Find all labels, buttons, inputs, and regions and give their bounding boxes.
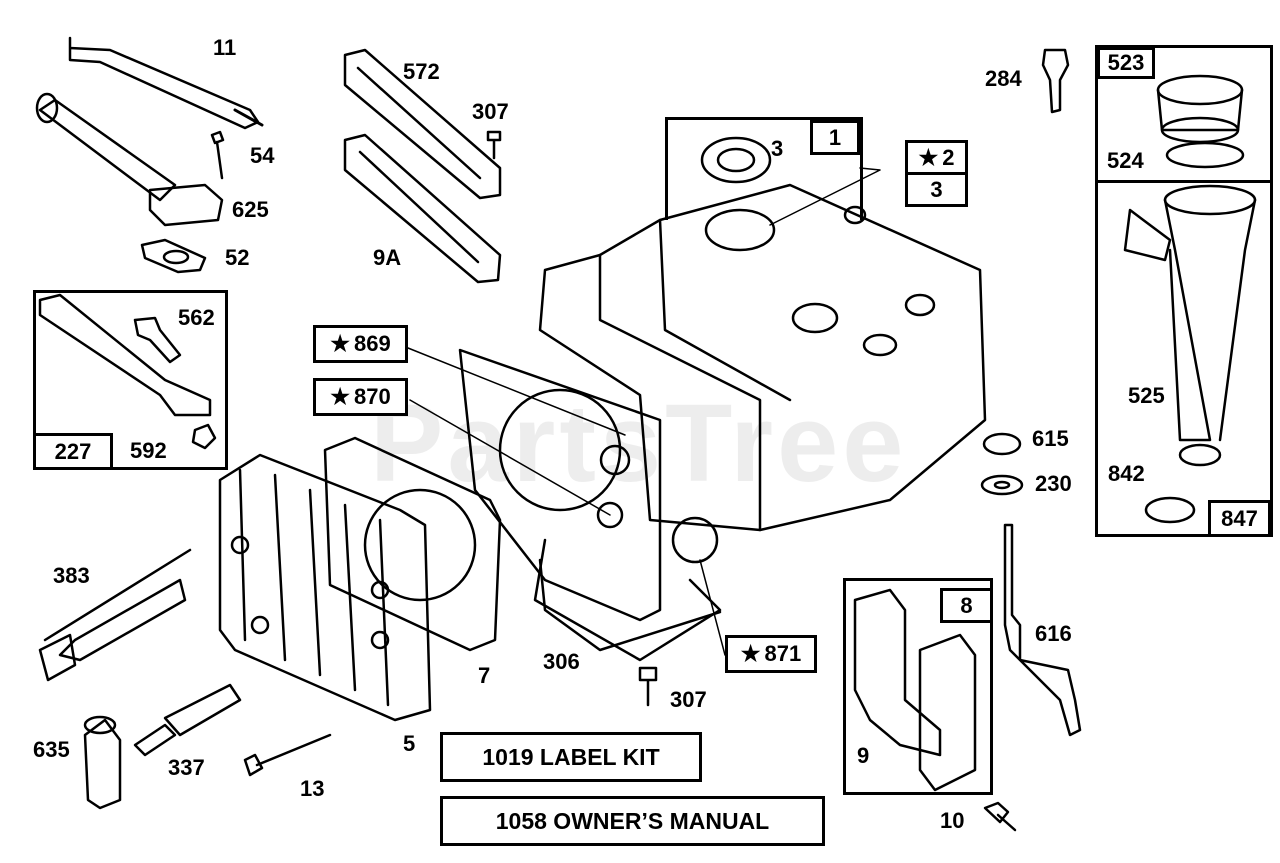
part-label-11[interactable]: 11 [213,35,237,60]
bolt-284-drawing [1041,48,1070,114]
callout-847-text: 847 [1221,505,1258,531]
group-divider [1095,180,1273,183]
part-label-54[interactable]: 54 [250,143,275,168]
part-label-616[interactable]: 616 [1035,621,1072,646]
callout-8-text: 8 [960,592,973,618]
tool-383-end-drawing [38,633,77,682]
nut-592-drawing [191,423,217,450]
callout-2[interactable]: ★2 [905,140,968,175]
part-label-230[interactable]: 230 [1035,471,1072,496]
owners-manual-box[interactable]: 1058 OWNER’S MANUAL [440,796,825,846]
fill-tube-drawing [1123,184,1257,524]
callout-523[interactable]: 523 [1097,47,1155,79]
callout-3-boxed-text: 3 [930,176,943,202]
bolt-307-top-drawing [486,130,502,160]
head-gasket-drawing [323,436,502,652]
part-label-572[interactable]: 572 [403,59,440,84]
part-label-592[interactable]: 592 [130,438,167,463]
callout-847[interactable]: 847 [1208,500,1271,537]
callout-227-text: 227 [54,438,92,464]
callout-870-text: 870 [354,384,391,409]
callout-227[interactable]: 227 [33,433,113,470]
part-label-307-bottom[interactable]: 307 [670,687,707,712]
cover-8-drawing [918,633,977,792]
group-227-frame [33,290,228,470]
part-label-307-top[interactable]: 307 [472,99,509,124]
group-1-frame [665,117,863,220]
part-label-10[interactable]: 10 [940,808,965,833]
spark-plug-drawing [133,683,242,757]
star-icon: ★ [740,641,761,666]
part-label-615[interactable]: 615 [1032,426,1069,451]
callout-869[interactable]: ★869 [313,325,408,363]
engine-block-drawing [458,183,987,662]
part-label-9[interactable]: 9 [857,743,870,768]
breather-tube-drawing [35,92,224,227]
callout-1-text: 1 [828,124,842,150]
star-icon: ★ [918,144,939,170]
part-label-635[interactable]: 635 [33,737,70,762]
bolt-13-drawing [243,733,332,777]
gasket-9-drawing [853,588,942,757]
bolt-307-bottom-drawing [638,666,658,707]
callout-2-text: 2 [942,144,955,170]
washer-230-drawing [980,474,1024,496]
owners-manual-text: 1058 OWNER’S MANUAL [495,807,770,834]
part-label-52[interactable]: 52 [225,245,250,270]
group-523-847-frame [1095,45,1273,537]
seal-drawing [700,136,772,184]
callout-523-text: 523 [1107,50,1145,75]
callout-870[interactable]: ★870 [313,378,408,416]
part-label-3[interactable]: 3 [771,136,784,161]
part-label-525[interactable]: 525 [1128,383,1165,408]
label-kit-text: 1019 LABEL KIT [482,743,660,770]
part-label-383[interactable]: 383 [53,563,90,588]
oil-cap-drawing [1156,74,1245,169]
part-label-284[interactable]: 284 [985,66,1022,91]
part-label-562[interactable]: 562 [178,305,215,330]
part-label-9a[interactable]: 9A [373,245,402,270]
group-8-frame [843,578,993,795]
part-label-842[interactable]: 842 [1108,461,1145,486]
spark-plug-boot-drawing [83,715,122,810]
part-label-13[interactable]: 13 [300,776,325,801]
bolt-10-drawing [983,801,1017,832]
callout-8[interactable]: 8 [940,588,993,623]
callout-871[interactable]: ★871 [725,635,817,673]
cylinder-head-drawing [218,453,432,722]
part-label-7[interactable]: 7 [478,663,491,688]
part-label-625[interactable]: 625 [232,197,269,222]
leader-lines [407,167,881,656]
callout-869-text: 869 [354,331,391,356]
part-label-5[interactable]: 5 [403,731,416,756]
callout-3-boxed[interactable]: 3 [905,172,968,207]
gasket-52-drawing [140,238,207,274]
part-label-306[interactable]: 306 [543,649,580,674]
bolt-562-drawing [133,316,182,364]
bracket-drawing [38,293,212,417]
callout-871-text: 871 [764,641,802,666]
part-label-337[interactable]: 337 [168,755,205,780]
part-label-524[interactable]: 524 [1107,148,1144,173]
gaskets-572-9a-drawing [343,48,502,284]
screw-54-drawing [210,130,225,180]
star-icon: ★ [330,331,350,356]
dipstick-tube-drawing [68,36,264,130]
star-icon: ★ [330,384,350,409]
callout-1[interactable]: 1 [810,120,860,155]
nut-615-drawing [982,432,1022,456]
choke-link-drawing [1003,523,1082,737]
part-306-drawing [538,558,722,652]
label-kit-box[interactable]: 1019 LABEL KIT [440,732,702,782]
